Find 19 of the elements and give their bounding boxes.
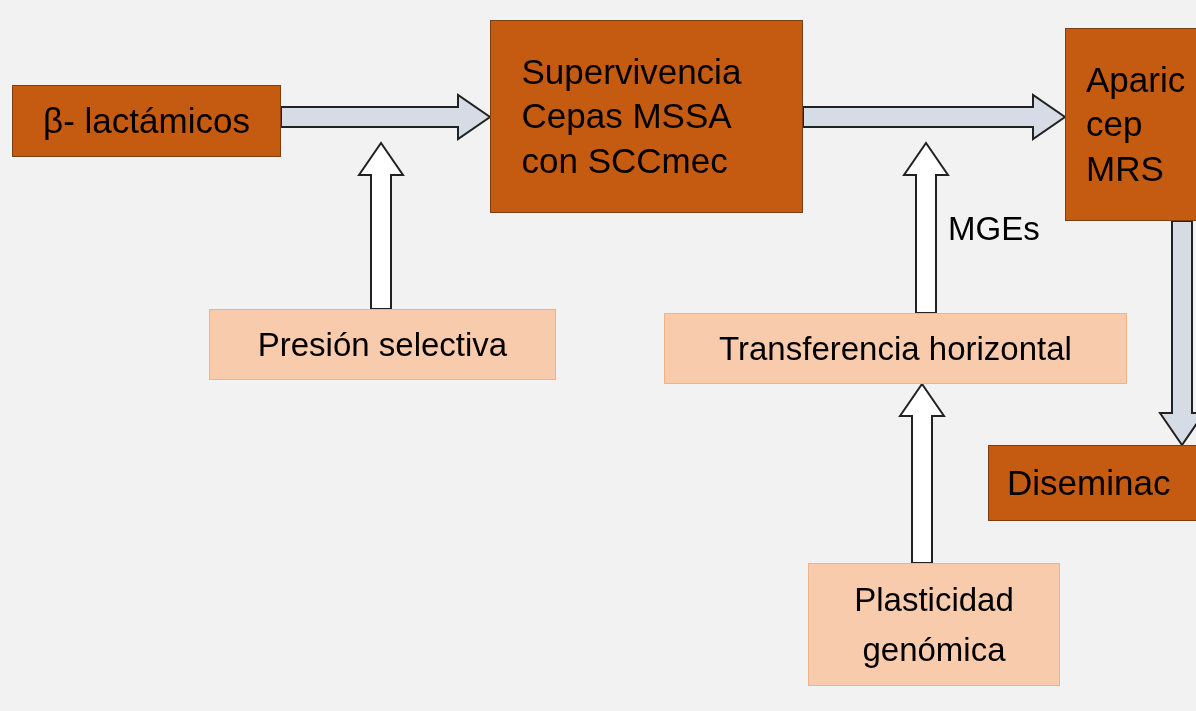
block-arrow <box>280 93 492 141</box>
block-arrow <box>802 93 1067 141</box>
box-text: Diseminac <box>1007 461 1171 504</box>
factor-box <box>664 313 1127 384</box>
box-text: Aparic cep MRS <box>1086 58 1187 190</box>
box-text: Presión selectiva <box>257 324 508 365</box>
box-text: β- lactámicos <box>43 99 250 142</box>
factor-box <box>209 309 556 380</box>
block-arrow <box>898 382 946 564</box>
block-arrow <box>1158 220 1196 447</box>
factor-box <box>808 563 1060 686</box>
process-box <box>490 20 803 213</box>
block-arrow <box>902 141 950 314</box>
box-text: Plasticidad genómica <box>853 580 1015 670</box>
box-text: Transferencia horizontal <box>719 328 1072 369</box>
box-text: Supervivencia Cepas MSSA con SCCmec <box>521 50 743 182</box>
block-arrow <box>357 141 405 310</box>
process-box <box>988 445 1196 521</box>
process-box <box>12 85 281 157</box>
